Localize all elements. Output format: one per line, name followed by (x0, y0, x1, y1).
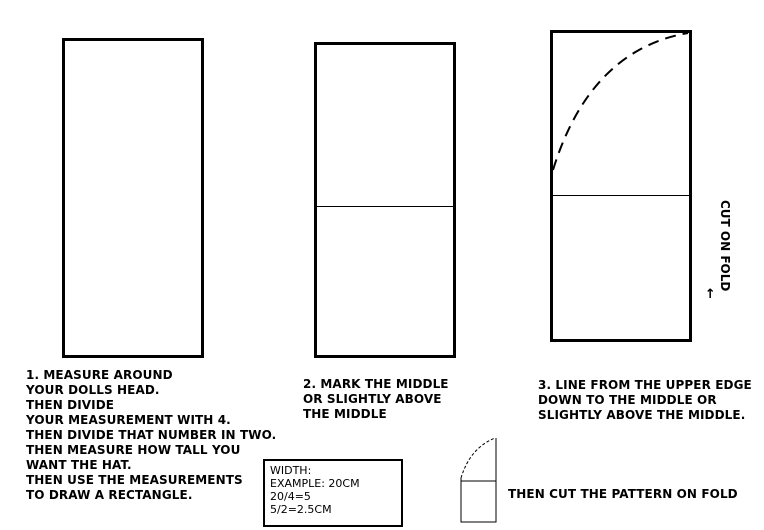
step1-line: TO DRAW A RECTANGLE. (26, 488, 193, 502)
step2-line: 2. MARK THE MIDDLE (303, 377, 449, 391)
step1-line: THEN MEASURE HOW TALL YOU (26, 443, 241, 457)
step1-line: THEN USE THE MEASUREMENTS (26, 473, 243, 487)
step3-middle-line (552, 195, 690, 196)
step1-rectangle (62, 38, 204, 358)
step3-line: 3. LINE FROM THE UPPER EDGE (538, 378, 752, 392)
step1-line: THEN DIVIDE (26, 398, 115, 412)
step2-middle-line (316, 206, 454, 207)
step3-rectangle (550, 30, 692, 342)
width-example-box: WIDTH: EXAMPLE: 20CM 20/4=5 5/2=2.5CM (263, 459, 403, 527)
example-line: 20/4=5 (270, 490, 311, 503)
step1-line: WANT THE HAT. (26, 458, 132, 472)
step1-line: THEN DIVIDE THAT NUMBER IN TWO. (26, 428, 277, 442)
step3-line: SLIGHTLY ABOVE THE MIDDLE. (538, 408, 746, 422)
step2-rectangle (314, 42, 456, 358)
step2-instructions: 2. MARK THE MIDDLE OR SLIGHTLY ABOVE THE… (303, 377, 449, 422)
step2-line: THE MIDDLE (303, 407, 387, 421)
step1-line: YOUR MEASUREMENT WITH 4. (26, 413, 231, 427)
step2-line: OR SLIGHTLY ABOVE (303, 392, 442, 406)
example-line: EXAMPLE: 20CM (270, 477, 360, 490)
example-line: WIDTH: (270, 464, 312, 477)
step3-instructions: 3. LINE FROM THE UPPER EDGE DOWN TO THE … (538, 378, 752, 423)
step3-line: DOWN TO THE MIDDLE OR (538, 393, 717, 407)
step1-instructions: 1. MEASURE AROUND YOUR DOLLS HEAD. THEN … (26, 368, 276, 503)
final-step-text: THEN CUT THE PATTERN ON FOLD (508, 487, 738, 501)
step1-line: YOUR DOLLS HEAD. (26, 383, 160, 397)
example-line: 5/2=2.5CM (270, 503, 332, 516)
step1-line: 1. MEASURE AROUND (26, 368, 173, 382)
